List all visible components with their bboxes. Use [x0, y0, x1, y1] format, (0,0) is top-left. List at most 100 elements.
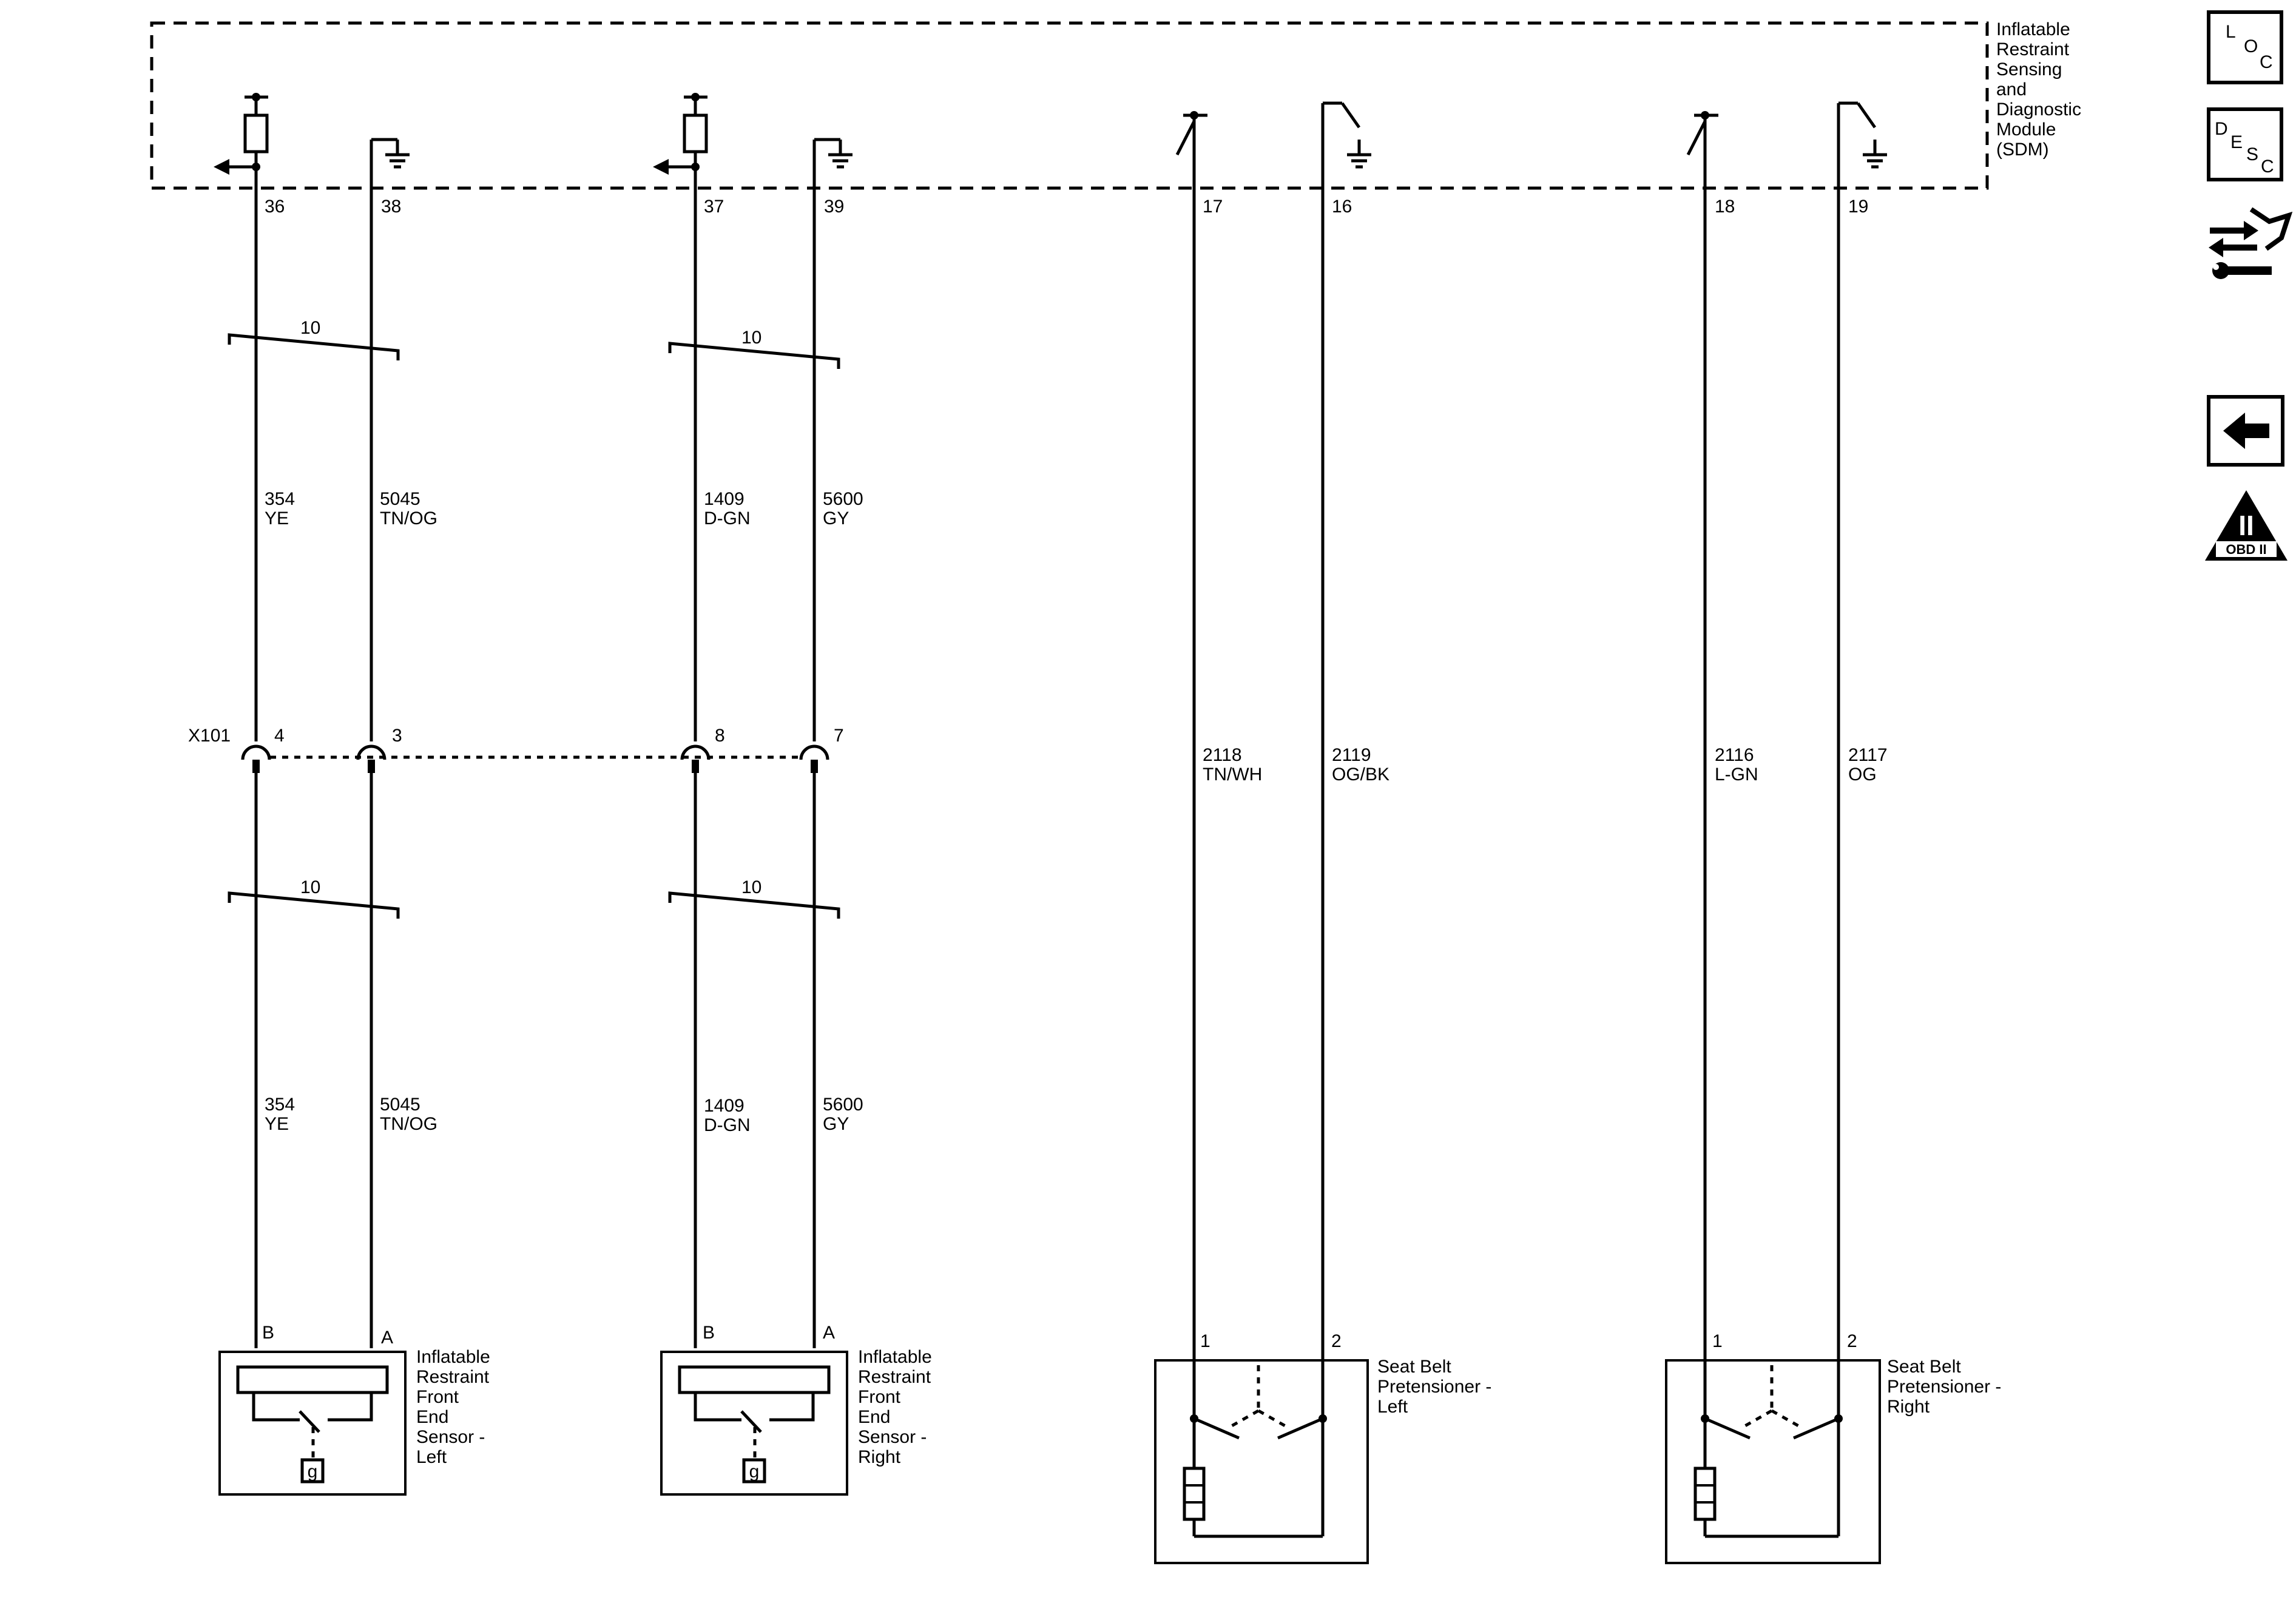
sdm-switch-16 — [1323, 101, 1371, 169]
wire-circuit-number: 2117 — [1848, 745, 1888, 765]
desc-icon-letter: C — [2261, 157, 2274, 177]
sensor-label-line: Left — [416, 1447, 447, 1467]
sensor-label-line: Sensor - — [858, 1427, 927, 1447]
sdm-label-line: and — [1996, 79, 2027, 100]
pin-label: 19 — [1848, 197, 1868, 217]
twist-count: 10 — [741, 328, 761, 348]
connector-pin: 4 — [274, 726, 285, 746]
wire-circuit-number: 5045 — [380, 489, 420, 509]
connector-name: X101 — [188, 726, 231, 746]
sensor-label-line: Front — [858, 1387, 901, 1407]
sdm-label-line: (SDM) — [1996, 140, 2049, 160]
sdm-label-line: Inflatable — [1996, 19, 2070, 39]
obd-ii-icon[interactable]: II OBD II — [2205, 490, 2288, 561]
pretensioner-label-line: Pretensioner - — [1887, 1377, 2001, 1397]
wire-color: D-GN — [704, 508, 751, 528]
pin-label: 39 — [824, 197, 844, 217]
wire-circuit-number: 2116 — [1715, 745, 1754, 765]
sdm-label-line: Diagnostic — [1996, 100, 2081, 120]
twisted-pair-marker: 10 — [668, 877, 840, 919]
twist-count: 10 — [300, 877, 320, 897]
wire-color: TN/OG — [380, 1114, 437, 1134]
wire-color: TN/WH — [1203, 765, 1262, 785]
desc-icon-letter: E — [2230, 132, 2243, 152]
wire-circuit-number: 2119 — [1332, 745, 1371, 765]
sdm-switch-18 — [1686, 111, 1718, 156]
sensor-label-line: Restraint — [416, 1367, 490, 1387]
obd-icon-label: OBD II — [2226, 542, 2266, 557]
seat-belt-pretensioner-right: 1 2 Seat Belt Pretensioner - Right — [1665, 1331, 2001, 1564]
wire-color: OG — [1848, 765, 1877, 785]
sdm-switch-19 — [1838, 101, 1887, 169]
sdm-switch-17 — [1175, 111, 1207, 156]
loc-icon-letter: C — [2260, 52, 2273, 72]
wire-color: GY — [823, 1114, 849, 1134]
wire-circuit-number: 2118 — [1203, 745, 1242, 765]
twist-count: 10 — [300, 318, 320, 338]
pretensioner-label-line: Seat Belt — [1887, 1357, 1961, 1377]
twisted-pair-marker: 10 — [228, 877, 400, 919]
schematic-wrench-icon[interactable] — [2209, 207, 2293, 279]
wire-circuit-number: 1409 — [704, 1096, 745, 1116]
wire-color: D-GN — [704, 1115, 751, 1135]
pin-label: 37 — [704, 197, 724, 217]
wire-color: L-GN — [1715, 765, 1758, 785]
connector-x101: X101 4 3 8 7 — [188, 726, 844, 773]
loc-icon-letter: O — [2244, 36, 2258, 56]
sdm-module-boundary — [150, 21, 1989, 190]
sdm-label-line: Module — [1996, 120, 2056, 140]
sdm-ground-38 — [371, 138, 410, 169]
sensor-label-line: Front — [416, 1387, 459, 1407]
sdm-label-line: Sensing — [1996, 59, 2062, 79]
sensor-pin: B — [703, 1323, 715, 1343]
pin-label: 18 — [1715, 197, 1735, 217]
twist-count: 10 — [741, 877, 761, 897]
sensor-label-line: Right — [858, 1447, 901, 1467]
twisted-pair-marker: 10 — [228, 318, 400, 360]
wire-circuit-number: 354 — [265, 489, 295, 509]
sensor-pin: A — [381, 1328, 393, 1348]
wire-color: OG/BK — [1332, 765, 1389, 785]
sensor-label-line: End — [416, 1407, 448, 1427]
pretensioner-label-line: Left — [1377, 1397, 1408, 1417]
sensor-glyph: g — [308, 1462, 318, 1482]
pin-label: 17 — [1203, 197, 1223, 217]
front-end-sensor-left: B A g Inflatable Restraint Front End Sen… — [218, 1323, 490, 1496]
pretensioner-label-line: Right — [1887, 1397, 1930, 1417]
pin-label: 16 — [1332, 197, 1352, 217]
loc-icon[interactable]: L O C — [2207, 10, 2283, 84]
wire-circuit-number: 5600 — [823, 489, 863, 509]
wire-circuit-number: 1409 — [704, 489, 745, 509]
wire-color: GY — [823, 508, 849, 528]
wire-color: TN/OG — [380, 508, 437, 528]
pin-label: 38 — [381, 197, 401, 217]
pretensioner-label-line: Seat Belt — [1377, 1357, 1451, 1377]
obd-icon-numeral: II — [2238, 510, 2254, 541]
connector-pin: 8 — [715, 726, 725, 746]
sensor-label-line: End — [858, 1407, 890, 1427]
wire-color: YE — [265, 1114, 289, 1134]
desc-icon[interactable]: D E S C — [2207, 107, 2283, 181]
wire-circuit-number: 5600 — [823, 1095, 863, 1115]
sensor-label-line: Inflatable — [858, 1347, 932, 1367]
seat-belt-pretensioner-left: 1 2 Seat Belt Pretensioner - Left — [1154, 1331, 1491, 1564]
sensor-label-line: Restraint — [858, 1367, 931, 1387]
sensor-label-line: Inflatable — [416, 1347, 490, 1367]
connector-pin: 3 — [392, 726, 402, 746]
sensor-glyph: g — [749, 1462, 760, 1482]
loc-icon-letter: L — [2226, 22, 2236, 42]
wire-circuit-number: 354 — [265, 1095, 295, 1115]
sdm-ground-39 — [814, 138, 853, 169]
pin-label: 36 — [265, 197, 285, 217]
wire-circuit-number: 5045 — [380, 1095, 420, 1115]
pretensioner-pin: 2 — [1331, 1331, 1342, 1351]
back-arrow-icon[interactable] — [2207, 395, 2284, 467]
sdm-pullup-36 — [214, 93, 269, 175]
sdm-pullup-37 — [653, 93, 708, 175]
front-end-sensor-right: B A g Inflatable Restraint Front End Sen… — [660, 1323, 932, 1496]
pretensioner-pin: 2 — [1847, 1331, 1857, 1351]
sdm-label: Inflatable Restraint Sensing and Diagnos… — [1996, 19, 2081, 160]
pretensioner-label-line: Pretensioner - — [1377, 1377, 1491, 1397]
